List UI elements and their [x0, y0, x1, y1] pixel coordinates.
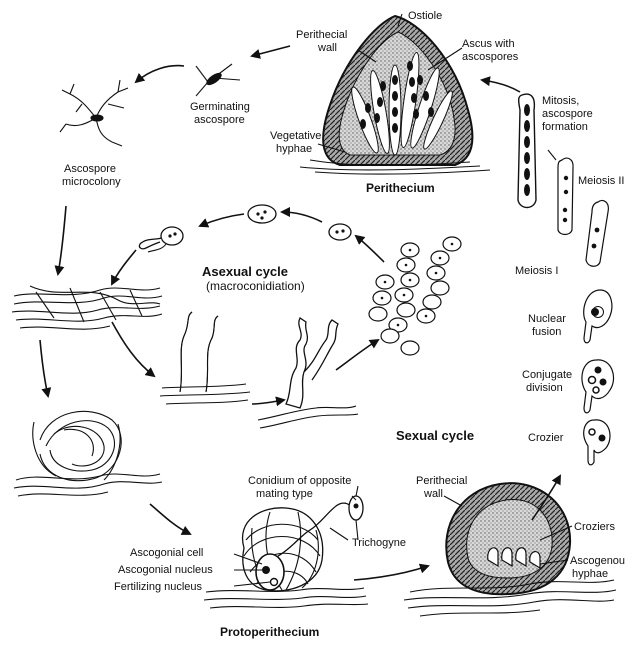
- conjugate-division-drawing: [582, 360, 614, 413]
- label-microcolony-2: microcolony: [62, 176, 121, 188]
- microcolony-drawing: [60, 80, 128, 146]
- arrow-ascus-to-perithecium: [482, 80, 520, 92]
- arrow-protoperithecium-to-young: [354, 566, 428, 580]
- label-mitosis-2: ascospore: [542, 108, 593, 120]
- arrow-conidium-to-conidium: [282, 212, 322, 222]
- ascus-meiosis2-drawing: [558, 158, 573, 234]
- label-perithecial-wall-top-1: Perithecial: [296, 29, 347, 41]
- label-meiosis2: Meiosis II: [578, 175, 624, 187]
- label-ascus-2: ascospores: [462, 51, 519, 63]
- label-vegetative-1: Vegetative: [270, 130, 321, 142]
- arrow-tangle-to-protoperithecium: [150, 504, 190, 534]
- arrow-conidiophore-to-chain: [336, 340, 378, 370]
- sexual-cycle-connector: [548, 150, 556, 160]
- conidia-chain-drawing: [369, 237, 461, 355]
- conidia-drawing: [139, 205, 351, 252]
- label-conjugate-2: division: [526, 382, 563, 394]
- label-conidium-2: mating type: [256, 488, 313, 500]
- label-croziers: Croziers: [574, 521, 615, 533]
- label-nuclear-2: fusion: [532, 326, 561, 338]
- label-protoperithecium: Protoperithecium: [220, 625, 319, 639]
- label-nuclear-1: Nuclear: [528, 313, 566, 325]
- arrow-aerial-to-conidiophore: [252, 400, 284, 404]
- arrow-mycelium-to-aerial: [112, 322, 154, 376]
- crozier-drawing: [584, 420, 610, 465]
- label-ascus-1: Ascus with: [462, 38, 515, 50]
- label-mitosis-1: Mitosis,: [542, 95, 579, 107]
- label-conjugate-1: Conjugate: [522, 369, 572, 381]
- label-conidium-1: Conidium of opposite: [248, 475, 351, 487]
- ascus-meiosis1-drawing: [586, 200, 608, 266]
- young-perithecium-drawing: [404, 483, 616, 616]
- label-crozier: Crozier: [528, 432, 564, 444]
- arrow-chain-to-conidium: [356, 236, 384, 262]
- protoperithecium-drawing: [204, 486, 368, 608]
- label-germinating-2: ascospore: [194, 114, 245, 126]
- arrow-conidium-to-germinating-conidium: [200, 214, 244, 226]
- ascus-mitosis-drawing: [518, 94, 536, 207]
- label-ostiole: Ostiole: [408, 10, 442, 22]
- label-ascogenous-1: Ascogenou: [570, 555, 625, 567]
- label-mitosis-3: formation: [542, 121, 588, 133]
- label-perithecial-wall-top-2: wall: [317, 42, 337, 54]
- label-trichogyne: Trichogyne: [352, 537, 406, 549]
- arrow-germinating-conidium-to-mycelium: [112, 250, 136, 284]
- conidiophore-drawing: [258, 318, 358, 428]
- label-macroconidiation: (macroconidiation): [206, 279, 305, 293]
- label-perithecial-wall-bottom-1: Perithecial: [416, 475, 467, 487]
- germinating-ascospore-drawing: [196, 64, 240, 96]
- label-asexual-cycle: Asexual cycle: [202, 264, 288, 279]
- label-vegetative-2: hyphae: [276, 143, 312, 155]
- arrow-mycelium-to-tangle: [40, 340, 48, 396]
- label-ascogonial-cell: Ascogonial cell: [130, 547, 203, 559]
- arrow-microcolony-to-mycelium: [58, 206, 66, 274]
- nuclear-fusion-drawing: [584, 290, 612, 343]
- label-perithecial-wall-bottom-2: wall: [423, 488, 443, 500]
- aerial-hyphae-drawing: [160, 312, 250, 404]
- label-ascogenous-2: hyphae: [572, 568, 608, 580]
- label-perithecium: Perithecium: [366, 181, 435, 195]
- label-fertilizing-nucleus: Fertilizing nucleus: [114, 581, 203, 593]
- label-microcolony-1: Ascospore: [64, 163, 116, 175]
- label-germinating-1: Germinating: [190, 101, 250, 113]
- label-sexual-cycle: Sexual cycle: [396, 428, 474, 443]
- arrow-germinating-to-microcolony: [136, 66, 184, 82]
- mycelium-drawing: [12, 286, 162, 329]
- arrow-perithecium-to-germinating: [252, 46, 290, 56]
- label-meiosis1: Meiosis I: [515, 265, 558, 277]
- hyphal-tangle-drawing: [14, 411, 162, 496]
- label-ascogonial-nucleus: Ascogonial nucleus: [118, 564, 213, 576]
